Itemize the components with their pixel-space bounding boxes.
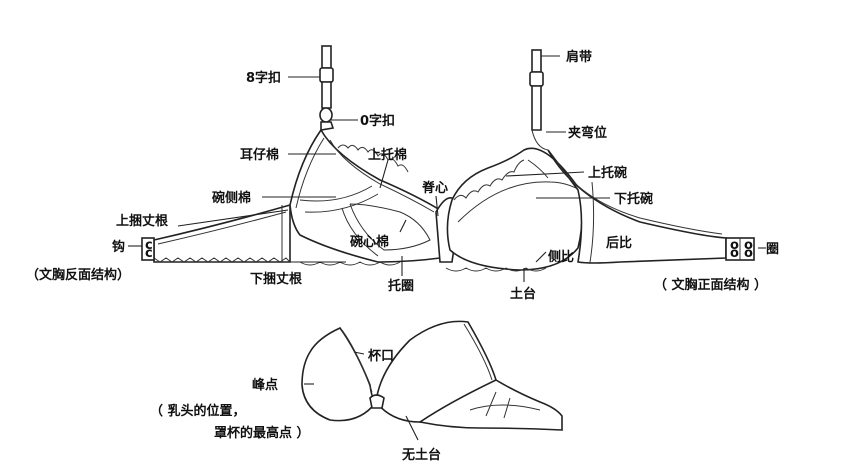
label-fig8-clasp: 8字扣 <box>246 70 281 86</box>
eye-tab: o o o o <box>725 237 755 261</box>
label-ear-cotton: 耳仔棉 <box>240 147 279 163</box>
svg-text:o: o <box>730 246 739 261</box>
label-back-structure: （文胸反面结构） <box>26 267 130 283</box>
left-back-band <box>153 203 291 263</box>
label-shoulder-strap: 肩带 <box>566 49 592 65</box>
svg-text:o: o <box>744 238 753 253</box>
svg-text:c: c <box>145 238 153 253</box>
label-front-structure: （ 文胸正面结构 ） <box>654 277 767 293</box>
right-shoulder-strap <box>529 49 549 151</box>
label-upper-elastic: 上捆丈根 <box>116 213 169 229</box>
svg-text:o: o <box>744 246 753 261</box>
side-view-bra <box>301 320 563 431</box>
leader-lines-bottom <box>304 351 419 441</box>
label-earth-platform: 土台 <box>510 286 536 302</box>
label-upper-pad: 上托棉 <box>368 147 407 163</box>
hook-tab: c c <box>141 237 155 261</box>
label-underwire-ring: 托圈 <box>388 278 414 294</box>
label-cup-mouth: 杯口 <box>368 348 394 364</box>
leader-lines-top <box>128 55 766 282</box>
label-side-panel: 侧比 <box>548 249 574 265</box>
label-o-ring: 0字扣 <box>360 113 395 129</box>
left-shoulder-strap <box>319 45 335 131</box>
right-cup-front <box>445 147 583 272</box>
label-back-panel: 后比 <box>606 235 632 251</box>
label-bend-point: 夹弯位 <box>568 125 607 141</box>
label-cup-side-pad: 碗侧棉 <box>212 190 251 206</box>
right-band-front <box>547 149 727 264</box>
label-spine-heart: 脊心 <box>421 180 448 196</box>
svg-text:o: o <box>730 238 739 253</box>
label-eye-ring: 圈 <box>766 242 779 257</box>
label-cup-center-pad: 碗心棉 <box>350 234 389 250</box>
svg-text:c: c <box>145 246 153 261</box>
label-nipple-note-1: （ 乳头的位置， <box>150 403 246 419</box>
label-nipple-note-2: 罩杯的最高点 ） <box>214 425 310 441</box>
label-hook: 钩 <box>112 239 125 255</box>
label-upper-cup: 上托碗 <box>588 165 627 181</box>
label-lower-elastic: 下捆丈根 <box>250 271 303 287</box>
label-peak-point: 峰点 <box>252 377 278 393</box>
label-no-earth-platform: 无土台 <box>401 447 441 463</box>
label-lower-cup: 下托碗 <box>614 191 653 207</box>
